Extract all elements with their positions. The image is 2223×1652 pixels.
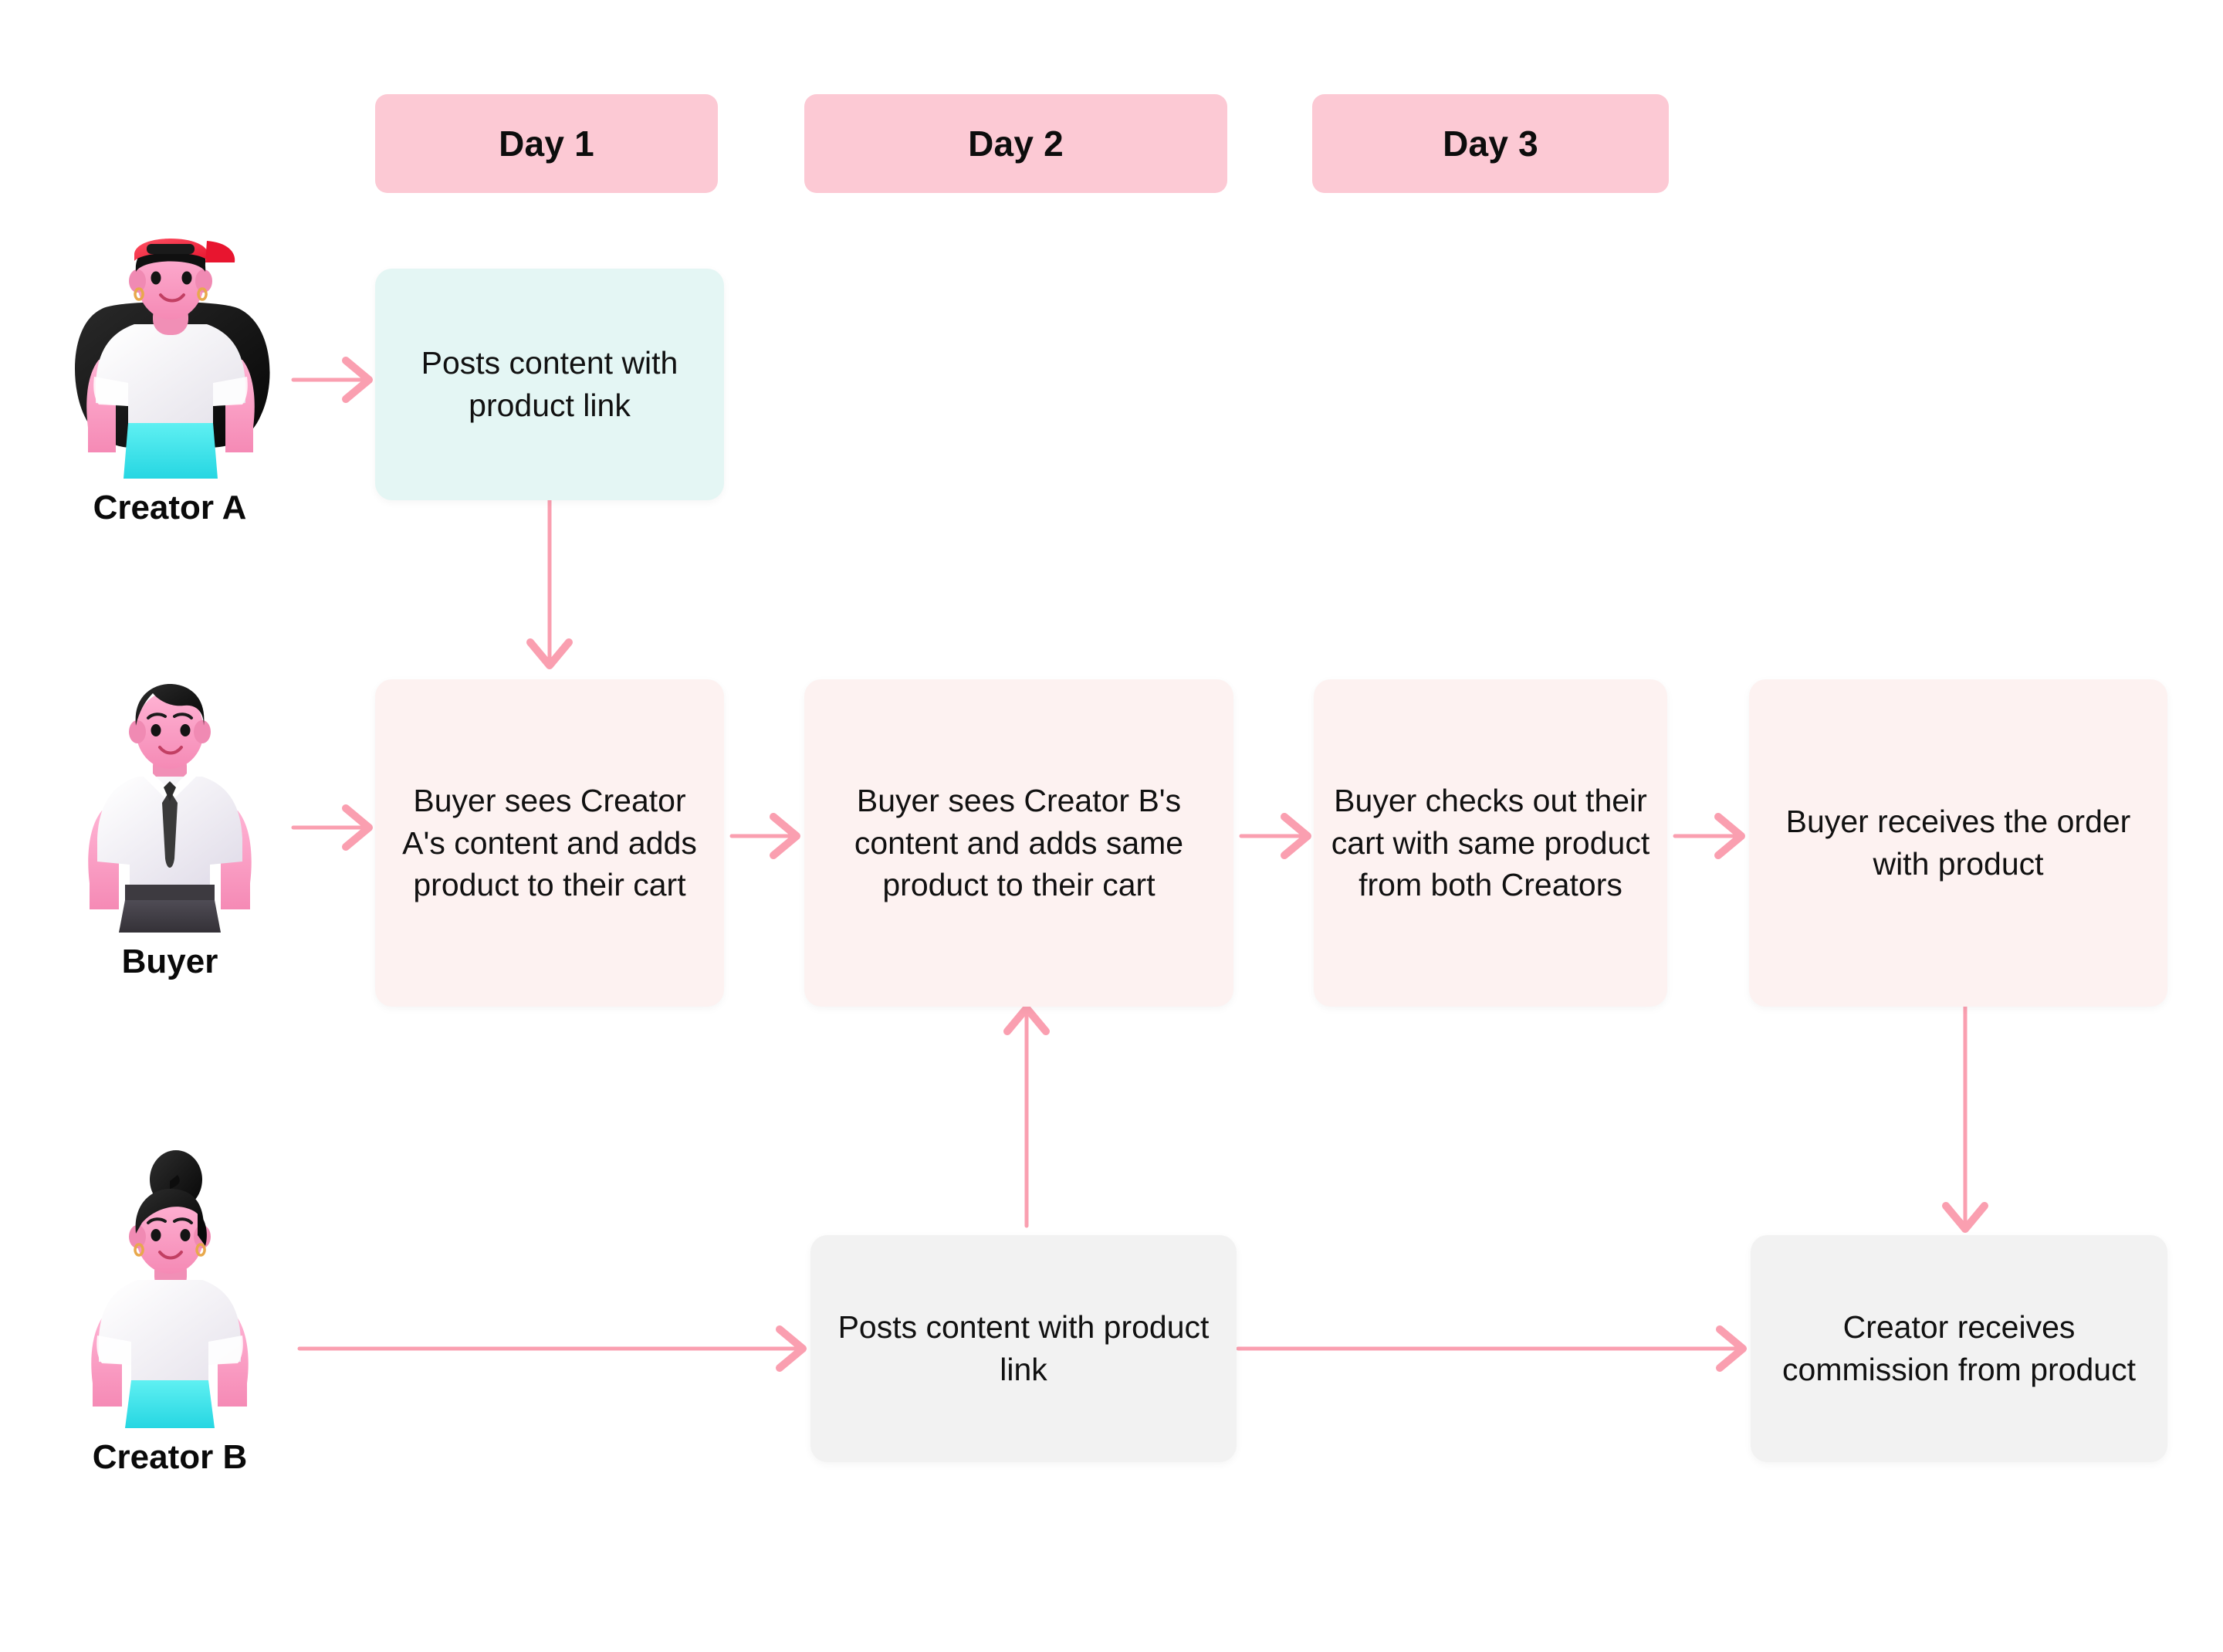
- node-creator-commission[interactable]: Creator receives commission from product: [1751, 1235, 2167, 1462]
- actor-label-creator-a: Creator A: [93, 489, 247, 526]
- actor-buyer: Buyer: [54, 678, 286, 981]
- day-header-3: Day 3: [1312, 94, 1669, 193]
- node-buyer-checkout[interactable]: Buyer checks out their cart with same pr…: [1314, 679, 1667, 1007]
- actor-creator-a: Creator A: [54, 224, 286, 527]
- node-buyer-receives-order[interactable]: Buyer receives the order with product: [1749, 679, 2167, 1007]
- node-buyer-sees-creator-b[interactable]: Buyer sees Creator B's content and adds …: [804, 679, 1233, 1007]
- creator-a-avatar: [54, 224, 286, 482]
- actor-creator-b: Creator B: [54, 1143, 286, 1477]
- day-header-1: Day 1: [375, 94, 718, 193]
- node-buyer-sees-creator-a[interactable]: Buyer sees Creator A's content and adds …: [375, 679, 724, 1007]
- actor-label-buyer: Buyer: [121, 943, 218, 980]
- creator-b-avatar: [54, 1143, 286, 1432]
- node-creator-b-post[interactable]: Posts content with product link: [810, 1235, 1237, 1462]
- day-header-2: Day 2: [804, 94, 1227, 193]
- node-creator-a-post[interactable]: Posts content with product link: [375, 269, 724, 500]
- buyer-avatar: [54, 678, 286, 936]
- actor-label-creator-b: Creator B: [92, 1438, 248, 1476]
